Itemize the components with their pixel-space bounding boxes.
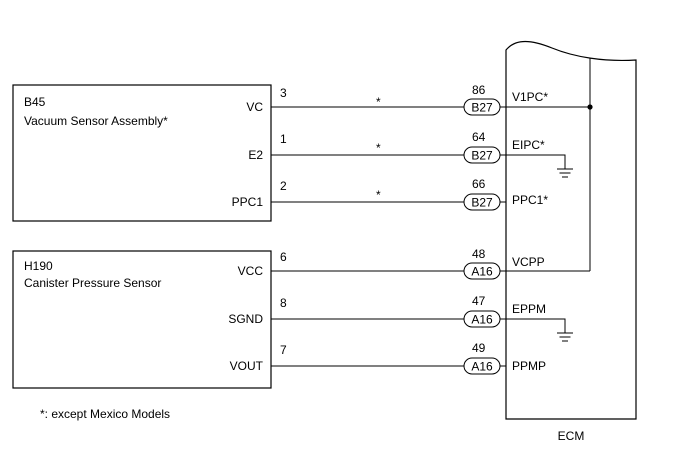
ecm-pin-number: 49 bbox=[472, 341, 486, 355]
ecm-pin-number: 48 bbox=[472, 247, 486, 261]
sensor-pin-number: 7 bbox=[280, 343, 287, 357]
sensor-terminal-name: E2 bbox=[248, 148, 263, 162]
sensor-pin-number: 1 bbox=[280, 132, 287, 146]
wire-marker: * bbox=[376, 95, 381, 109]
b45-component-box bbox=[12, 84, 272, 222]
connector-code: B27 bbox=[471, 149, 493, 163]
sensor-pin-number: 2 bbox=[280, 179, 287, 193]
sensor-terminal-name: SGND bbox=[228, 312, 263, 326]
b45-component-name: Vacuum Sensor Assembly* bbox=[24, 114, 168, 128]
ground-icon bbox=[506, 154, 573, 178]
ecm-outline bbox=[505, 40, 637, 420]
ground-icon bbox=[506, 318, 573, 342]
ecm-terminal-name: VCPP bbox=[512, 255, 545, 269]
connector-badge bbox=[463, 98, 501, 116]
circuit-vout-ppmp: 7 VOUT 49 A16 PPMP bbox=[230, 341, 546, 375]
connector-badge bbox=[463, 310, 501, 328]
wire-marker: * bbox=[376, 188, 381, 202]
ecm-terminal-name: EPPM bbox=[512, 302, 546, 316]
connector-badge bbox=[463, 146, 501, 164]
ecm-pin-number: 47 bbox=[472, 294, 486, 308]
junction-dot bbox=[587, 104, 593, 110]
connector-code: B27 bbox=[471, 101, 493, 115]
connector-badge bbox=[463, 357, 501, 375]
ecm-terminal-name: PPC1* bbox=[512, 193, 548, 207]
circuit-vcc-vcpp: 6 VCC 48 A16 VCPP bbox=[238, 247, 545, 280]
connector-badge bbox=[463, 262, 501, 280]
connector-code: A16 bbox=[471, 265, 493, 279]
sensor-pin-number: 8 bbox=[280, 296, 287, 310]
sensor-terminal-name: VOUT bbox=[230, 359, 264, 373]
sensor-pin-number: 6 bbox=[280, 250, 287, 264]
footnote: *: except Mexico Models bbox=[40, 407, 170, 421]
h190-component-name: Canister Pressure Sensor bbox=[24, 276, 161, 290]
wire-marker: * bbox=[376, 141, 381, 155]
ecm-terminal-name: EIPC* bbox=[512, 138, 545, 152]
sensor-pin-number: 3 bbox=[280, 86, 287, 100]
ecm-pin-number: 66 bbox=[472, 177, 486, 191]
ecm-terminal-name: V1PC* bbox=[512, 90, 548, 104]
connector-code: A16 bbox=[471, 360, 493, 374]
circuit-ppc1: 2 PPC1 * 66 B27 PPC1* bbox=[232, 177, 548, 211]
circuit-e2-eipc: 1 E2 * 64 B27 EIPC* bbox=[248, 130, 545, 164]
ecm-terminal-name: PPMP bbox=[512, 359, 546, 373]
circuit-vc-v1pc: 3 VC * 86 B27 V1PC* bbox=[246, 83, 548, 116]
sensor-terminal-name: PPC1 bbox=[232, 195, 264, 209]
sensor-terminal-name: VCC bbox=[238, 264, 264, 278]
sensor-terminal-name: VC bbox=[246, 100, 263, 114]
circuit-sgnd-eppm: 8 SGND 47 A16 EPPM bbox=[228, 294, 546, 328]
connector-code: B27 bbox=[471, 196, 493, 210]
ecm-pin-number: 64 bbox=[472, 130, 486, 144]
ecm-label: ECM bbox=[558, 429, 585, 443]
b45-component-id: B45 bbox=[24, 95, 46, 109]
ecm-pin-number: 86 bbox=[472, 83, 486, 97]
h190-component-id: H190 bbox=[24, 259, 53, 273]
connector-code: A16 bbox=[471, 313, 493, 327]
connector-badge bbox=[463, 193, 501, 211]
